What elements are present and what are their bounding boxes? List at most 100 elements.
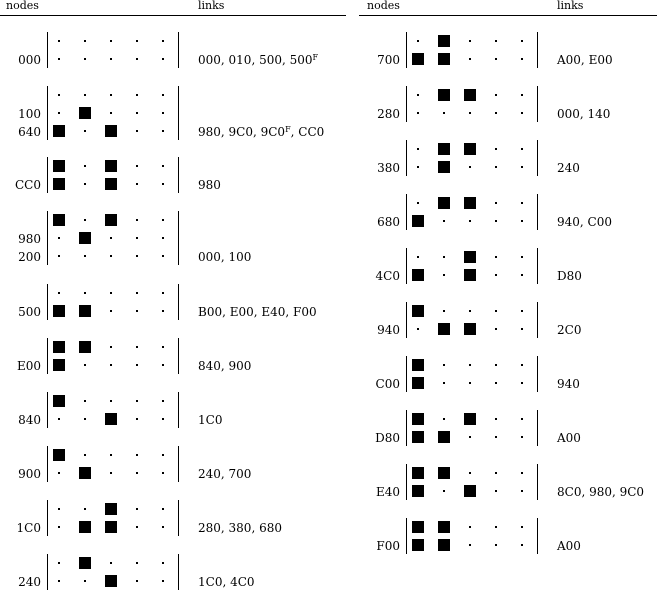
node-grid (406, 140, 538, 176)
empty-cell (98, 32, 124, 50)
empty-cell (509, 86, 535, 104)
node-label: 700 (377, 53, 400, 67)
node-grid (406, 410, 538, 446)
filled-cell (72, 554, 98, 572)
empty-cell (98, 229, 124, 247)
empty-dot (162, 364, 164, 366)
empty-cell (457, 104, 483, 122)
links-text: 000, 010, 500, 500F (198, 53, 318, 66)
empty-cell (46, 86, 72, 104)
empty-dot (443, 310, 445, 312)
empty-cell (483, 320, 509, 338)
empty-dot (84, 130, 86, 132)
empty-dot (417, 112, 419, 114)
filled-square (412, 53, 424, 65)
empty-cell (150, 32, 176, 50)
empty-dot (162, 165, 164, 167)
empty-dot (136, 130, 138, 132)
empty-cell (124, 464, 150, 482)
filled-square (105, 160, 117, 172)
empty-cell (509, 50, 535, 68)
empty-cell (405, 32, 431, 50)
empty-dot (495, 58, 497, 60)
filled-square (438, 539, 450, 551)
empty-cell (98, 284, 124, 302)
empty-cell (457, 158, 483, 176)
empty-cell (405, 86, 431, 104)
nodes-header: nodes (6, 0, 39, 12)
empty-cell (124, 157, 150, 175)
filled-square (79, 107, 91, 119)
empty-cell (98, 104, 124, 122)
empty-cell (150, 446, 176, 464)
links-text: 000, 140 (557, 108, 610, 120)
node-grid (47, 157, 179, 193)
empty-dot (469, 544, 471, 546)
empty-dot (84, 580, 86, 582)
node-label: 200 (18, 250, 41, 264)
filled-cell (72, 338, 98, 356)
empty-dot (162, 219, 164, 221)
links-text: 1C0, 4C0 (198, 576, 255, 588)
empty-dot (443, 220, 445, 222)
empty-cell (72, 86, 98, 104)
empty-dot (521, 58, 523, 60)
empty-cell (72, 356, 98, 374)
empty-cell (431, 248, 457, 266)
empty-dot (417, 148, 419, 150)
empty-cell (124, 518, 150, 536)
filled-square (464, 485, 476, 497)
empty-cell (483, 464, 509, 482)
empty-cell (124, 554, 150, 572)
links-main: 980, 9C0, 9C0 (198, 125, 286, 139)
header-rule (359, 15, 657, 16)
empty-dot (58, 472, 60, 474)
empty-dot (417, 94, 419, 96)
filled-square (412, 485, 424, 497)
empty-cell (46, 500, 72, 518)
empty-dot (110, 472, 112, 474)
empty-dot (521, 310, 523, 312)
empty-cell (98, 50, 124, 68)
empty-cell (72, 500, 98, 518)
links-main: 980 (198, 178, 221, 192)
empty-cell (124, 175, 150, 193)
empty-dot (495, 202, 497, 204)
filled-square (105, 521, 117, 533)
links-main: 000, 140 (557, 107, 611, 121)
empty-dot (84, 58, 86, 60)
filled-cell (405, 482, 431, 500)
empty-dot (162, 310, 164, 312)
empty-cell (509, 518, 535, 536)
empty-dot (136, 255, 138, 257)
empty-dot (469, 310, 471, 312)
filled-square (438, 431, 450, 443)
empty-cell (150, 229, 176, 247)
filled-square (53, 125, 65, 137)
empty-cell (457, 464, 483, 482)
empty-cell (483, 104, 509, 122)
filled-cell (98, 572, 124, 590)
filled-cell (457, 266, 483, 284)
empty-dot (84, 454, 86, 456)
empty-cell (46, 464, 72, 482)
filled-cell (98, 500, 124, 518)
empty-dot (521, 418, 523, 420)
empty-cell (46, 572, 72, 590)
empty-dot (469, 382, 471, 384)
empty-dot (162, 526, 164, 528)
node-grid (47, 500, 179, 536)
empty-dot (417, 166, 419, 168)
empty-dot (58, 58, 60, 60)
empty-cell (483, 428, 509, 446)
empty-cell (150, 157, 176, 175)
links-main: 2C0 (557, 323, 582, 337)
empty-dot (162, 112, 164, 114)
filled-square (79, 557, 91, 569)
empty-dot (521, 472, 523, 474)
empty-cell (150, 104, 176, 122)
empty-dot (58, 562, 60, 564)
empty-dot (162, 400, 164, 402)
